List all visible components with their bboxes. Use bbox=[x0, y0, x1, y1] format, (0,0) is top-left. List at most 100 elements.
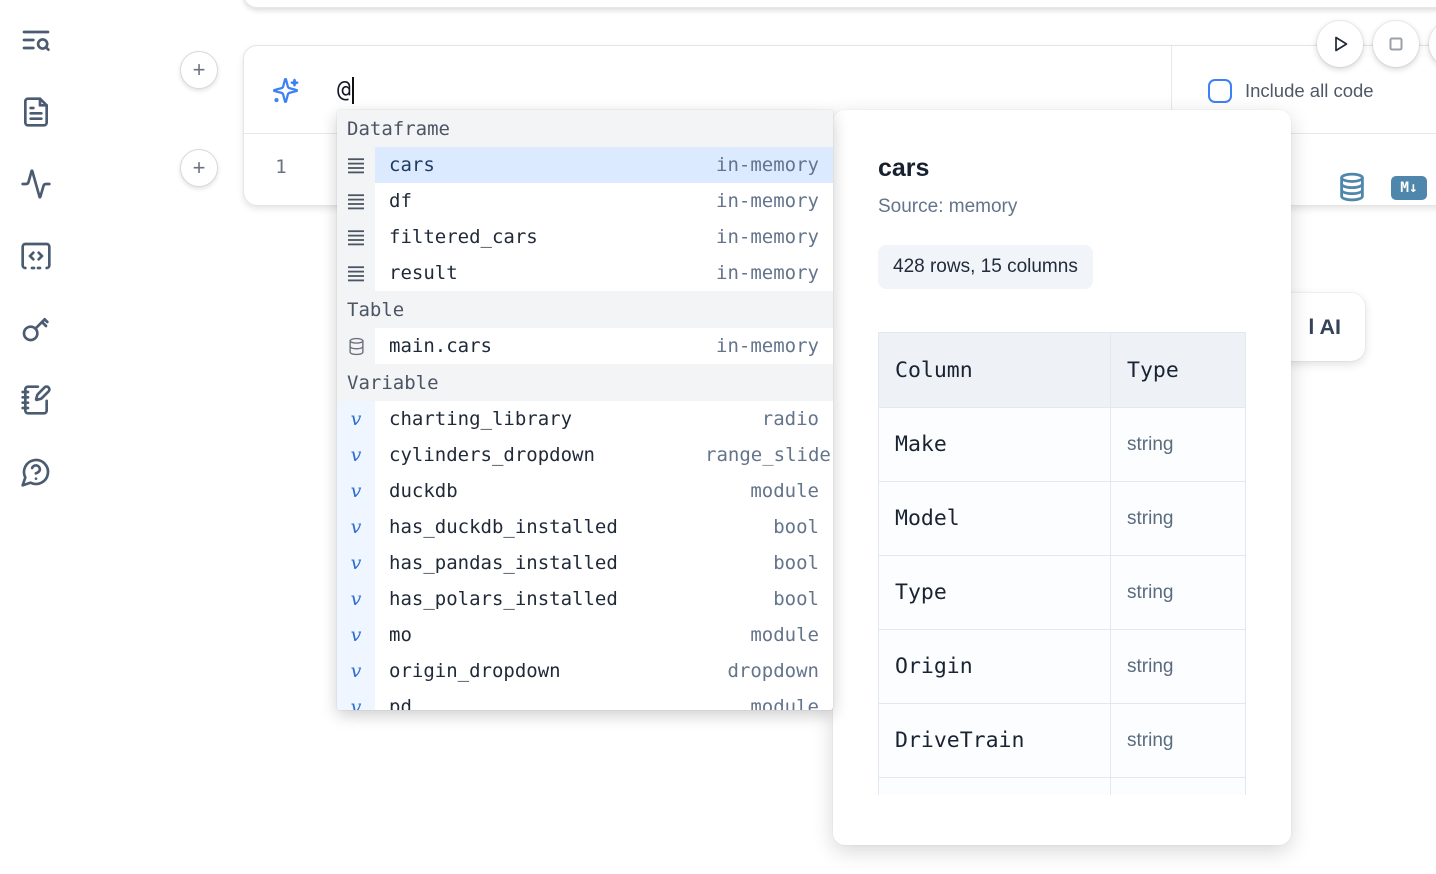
item-name: has_pandas_installed bbox=[389, 552, 618, 574]
column-name: Make bbox=[879, 408, 1111, 481]
item-name: mo bbox=[389, 624, 412, 646]
autocomplete-item[interactable]: main.cars in-memory bbox=[337, 328, 833, 364]
text-cursor bbox=[351, 76, 354, 104]
item-type: in-memory bbox=[716, 335, 819, 357]
variable-v-icon: v bbox=[337, 401, 375, 437]
activity-icon[interactable] bbox=[20, 168, 52, 200]
variable-v-icon: v bbox=[337, 509, 375, 545]
item-type: in-memory bbox=[716, 262, 819, 284]
column-name: Origin bbox=[879, 630, 1111, 703]
item-name: has_duckdb_installed bbox=[389, 516, 618, 538]
item-type: module bbox=[750, 696, 819, 710]
plus-icon: + bbox=[192, 155, 206, 180]
sidebar bbox=[20, 24, 54, 528]
item-name: duckdb bbox=[389, 480, 458, 502]
preview-source: Source: memory bbox=[878, 196, 1018, 217]
section-header: Table bbox=[337, 291, 833, 328]
item-name: has_polars_installed bbox=[389, 588, 618, 610]
item-type: bool bbox=[773, 552, 819, 574]
stop-button[interactable] bbox=[1373, 21, 1419, 67]
dataframe-rows-icon bbox=[337, 219, 375, 255]
column-type: string bbox=[1127, 433, 1174, 455]
schema-row: Make string bbox=[879, 407, 1245, 481]
item-name: cars bbox=[389, 154, 435, 176]
item-name: charting_library bbox=[389, 408, 573, 430]
shape-badge: 428 rows, 15 columns bbox=[878, 245, 1093, 289]
item-name: result bbox=[389, 262, 458, 284]
dataframe-rows-icon bbox=[337, 147, 375, 183]
key-icon[interactable] bbox=[20, 312, 52, 344]
text-search-icon[interactable] bbox=[20, 24, 52, 56]
add-cell-below-button[interactable]: + bbox=[180, 149, 218, 187]
item-name: pd bbox=[389, 696, 412, 710]
schema-row bbox=[879, 777, 1245, 795]
divider bbox=[1171, 46, 1172, 133]
sparkles-icon bbox=[272, 77, 299, 104]
line-number: 1 bbox=[275, 156, 287, 178]
include-all-code-checkbox[interactable] bbox=[1208, 79, 1232, 103]
markdown-convert-icon[interactable]: M↓ bbox=[1391, 176, 1427, 200]
column-type: string bbox=[1127, 655, 1174, 677]
variable-v-icon: v bbox=[337, 653, 375, 689]
autocomplete-item[interactable]: result in-memory bbox=[337, 255, 833, 291]
variable-v-icon: v bbox=[337, 617, 375, 653]
item-type: in-memory bbox=[716, 226, 819, 248]
item-type: module bbox=[750, 624, 819, 646]
item-type: range_slider bbox=[705, 444, 833, 466]
column-name bbox=[879, 778, 1111, 795]
variable-v-icon: v bbox=[337, 689, 375, 710]
column-type: string bbox=[1127, 581, 1174, 603]
dataframe-rows-icon bbox=[337, 255, 375, 291]
column-type: string bbox=[1127, 729, 1174, 751]
notebook-pen-icon[interactable] bbox=[20, 384, 52, 416]
item-name: df bbox=[389, 190, 412, 212]
code-editor-row[interactable]: 1 M↓ bbox=[244, 134, 1436, 206]
autocomplete-item[interactable]: v charting_library radio bbox=[337, 401, 833, 437]
ai-prompt-input[interactable]: @ bbox=[337, 46, 354, 134]
preview-title: cars bbox=[878, 154, 930, 182]
column-type bbox=[1111, 778, 1245, 795]
add-cell-above-button[interactable]: + bbox=[180, 51, 218, 89]
dataframe-rows-icon bbox=[337, 183, 375, 219]
table-database-icon bbox=[337, 328, 375, 364]
column-name: DriveTrain bbox=[879, 704, 1111, 777]
column-type: string bbox=[1127, 507, 1174, 529]
include-all-code-label: Include all code bbox=[1245, 80, 1374, 101]
column-name: Type bbox=[879, 556, 1111, 629]
scratchpad-code-icon[interactable] bbox=[20, 240, 52, 272]
ai-prompt-text: @ bbox=[337, 77, 351, 103]
item-name: main.cars bbox=[389, 335, 492, 357]
variable-v-icon: v bbox=[337, 473, 375, 509]
schema-row: Origin string bbox=[879, 629, 1245, 703]
help-chat-icon[interactable] bbox=[20, 456, 52, 488]
more-actions-button[interactable] bbox=[1429, 21, 1436, 67]
database-icon[interactable] bbox=[1338, 172, 1366, 202]
item-type: radio bbox=[761, 408, 819, 430]
section-header: Dataframe bbox=[337, 110, 833, 147]
schema-row: DriveTrain string bbox=[879, 703, 1245, 777]
previous-cell-bottom bbox=[243, 0, 1436, 8]
file-document-icon[interactable] bbox=[20, 96, 52, 128]
item-type: bool bbox=[773, 588, 819, 610]
stop-icon bbox=[1389, 37, 1403, 51]
autocomplete-item[interactable]: filtered_cars in-memory bbox=[337, 219, 833, 255]
section-header: Variable bbox=[337, 364, 833, 401]
item-name: filtered_cars bbox=[389, 226, 538, 248]
run-cell-button[interactable] bbox=[1317, 21, 1363, 67]
